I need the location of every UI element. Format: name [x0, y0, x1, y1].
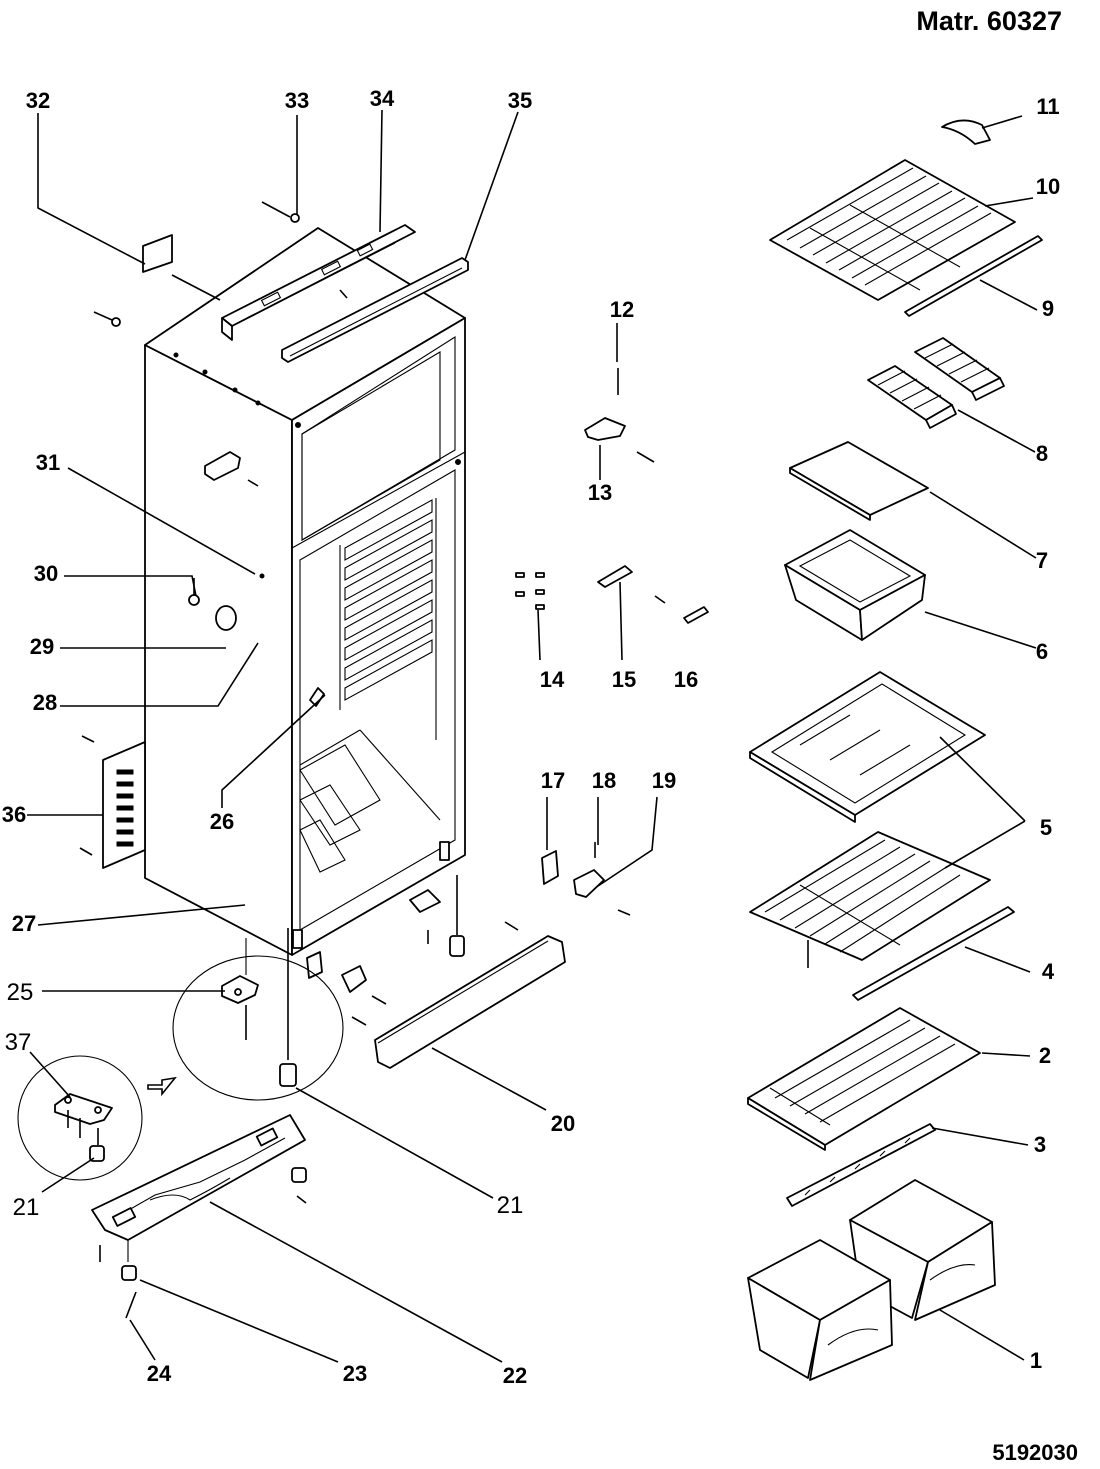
callout-14: 14 — [540, 667, 565, 692]
callout-21-left: 21 — [13, 1194, 40, 1221]
label-plate — [142, 234, 173, 273]
callout-4: 4 — [1042, 959, 1055, 984]
callout-29: 29 — [30, 634, 54, 659]
leader-lines — [27, 109, 1038, 1363]
callout-16: 16 — [674, 667, 698, 692]
drawer-guide-rail — [786, 1123, 936, 1207]
detail-circle-foot — [172, 928, 344, 1101]
detail-circle-plate — [17, 1055, 177, 1181]
diagram-code: 5192030 — [992, 1440, 1078, 1465]
ice-cube-trays — [867, 337, 1005, 429]
callout-28: 28 — [33, 690, 57, 715]
callout-30: 30 — [34, 561, 58, 586]
callout-21-right: 21 — [497, 1192, 524, 1219]
lower-hinge-right — [541, 842, 631, 916]
callout-34: 34 — [370, 86, 395, 111]
cabinet-body — [144, 227, 466, 956]
dairy-box — [784, 529, 926, 641]
glass-shelf — [749, 671, 986, 823]
callout-5: 5 — [1040, 815, 1052, 840]
callout-12: 12 — [610, 297, 634, 322]
middle-hinge — [584, 368, 655, 463]
callout-6: 6 — [1036, 639, 1048, 664]
callout-10: 10 — [1036, 174, 1060, 199]
model-title: Matr. 60327 — [916, 6, 1062, 36]
leveling-foot-right — [449, 875, 465, 957]
callout-27: 27 — [12, 911, 36, 936]
callout-8: 8 — [1036, 441, 1048, 466]
thermostat-dial — [215, 605, 237, 631]
callout-13: 13 — [588, 480, 612, 505]
crisper-drawers — [747, 1179, 996, 1381]
callout-25: 25 — [7, 979, 34, 1006]
callout-3: 3 — [1034, 1132, 1046, 1157]
callout-35: 35 — [508, 88, 532, 113]
callout-36: 36 — [2, 802, 26, 827]
callout-15: 15 — [612, 667, 636, 692]
shelf-front-trim — [852, 906, 1015, 1001]
callout-11: 11 — [1036, 94, 1059, 119]
top-trim-strip — [281, 257, 469, 363]
callout-20: 20 — [551, 1111, 575, 1136]
callout-1: 1 — [1030, 1348, 1042, 1373]
rear-grille — [79, 735, 146, 869]
callout-7: 7 — [1036, 548, 1048, 573]
kick-plate — [351, 921, 566, 1069]
thermostat-knob — [188, 578, 200, 606]
callout-33: 33 — [285, 88, 309, 113]
hinge-left-mid — [204, 451, 259, 487]
door-stop — [597, 565, 666, 604]
crisper-cover — [789, 441, 929, 521]
shelf-supports — [515, 572, 545, 610]
lamp-holder — [309, 687, 325, 707]
callout-23: 23 — [343, 1361, 367, 1386]
callout-2: 2 — [1039, 1043, 1051, 1068]
callout-32: 32 — [26, 88, 50, 113]
callout-numbers: 32 33 34 35 11 10 9 12 13 8 31 7 30 14 1… — [2, 86, 1060, 1388]
hinge-bracket-mid — [409, 889, 441, 944]
ice-scoop — [941, 119, 991, 145]
hinge-cap — [683, 606, 709, 624]
wire-shelf — [749, 831, 991, 968]
callout-19: 19 — [652, 768, 676, 793]
top-screws — [93, 201, 348, 327]
callout-17: 17 — [541, 768, 565, 793]
callout-9: 9 — [1042, 296, 1054, 321]
base-plate — [91, 1114, 307, 1319]
callout-22: 22 — [503, 1363, 527, 1388]
crisper-glass-frame — [747, 1007, 981, 1151]
callout-31: 31 — [36, 450, 60, 475]
shelf-trim — [904, 235, 1043, 317]
top-bracket — [221, 224, 416, 341]
callout-18: 18 — [592, 768, 616, 793]
callout-37: 37 — [5, 1029, 32, 1056]
freezer-wire-shelf — [769, 159, 1016, 301]
callout-24: 24 — [147, 1361, 172, 1386]
callout-26: 26 — [210, 809, 234, 834]
